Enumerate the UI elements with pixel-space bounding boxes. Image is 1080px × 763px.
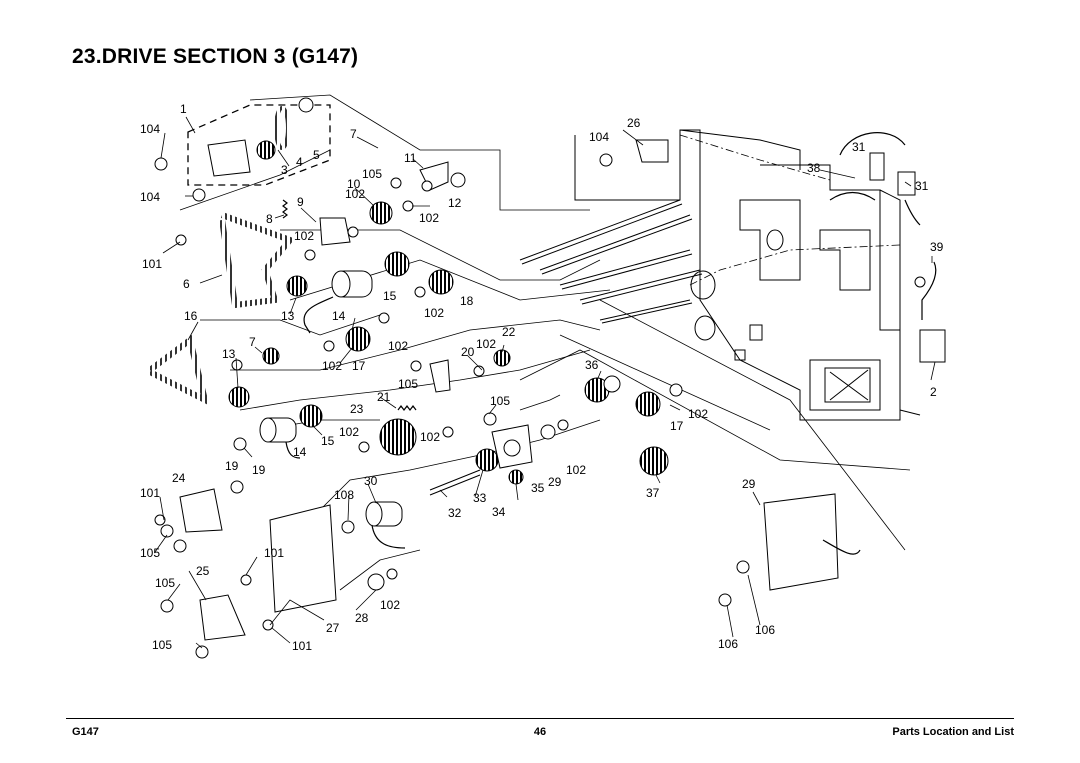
part-label: 104 [140, 190, 160, 204]
part-label: 17 [670, 419, 684, 433]
part-label: 102 [388, 339, 408, 353]
part-label: 102 [339, 425, 359, 439]
part-label: 29 [548, 475, 562, 489]
part-label: 28 [355, 611, 369, 625]
part-label: 19 [225, 459, 239, 473]
part-label: 13 [281, 309, 295, 323]
clutches-and-motors [179, 139, 946, 641]
gears [228, 140, 669, 485]
timing-belt-16 [148, 334, 210, 406]
part-label: 102 [424, 306, 444, 320]
part-label: 11 [404, 151, 417, 165]
part-label: 32 [448, 506, 462, 520]
footer-section-title: Parts Location and List [892, 726, 1014, 738]
part-label: 31 [852, 140, 866, 154]
part-label: 20 [461, 345, 475, 359]
part-label: 105 [155, 576, 175, 590]
part-label: 102 [322, 359, 342, 373]
part-label: 105 [152, 638, 172, 652]
part-label: 102 [380, 598, 400, 612]
footer-page-number: 46 [533, 726, 547, 738]
part-label: 106 [755, 623, 775, 637]
wire-harnesses [285, 132, 937, 555]
timing-belt-1 [274, 106, 290, 150]
part-label: 105 [490, 394, 510, 408]
part-label: 26 [627, 116, 641, 130]
part-label: 108 [334, 488, 354, 502]
part-label: 101 [264, 546, 284, 560]
part-label: 24 [172, 471, 186, 485]
part-label: 1 [180, 102, 187, 116]
part-label: 105 [140, 546, 160, 560]
springs [282, 199, 417, 411]
fasteners-and-bushings [154, 97, 926, 659]
part-label: 5 [313, 148, 320, 162]
part-label: 101 [142, 257, 162, 271]
part-label: 14 [332, 309, 346, 323]
part-label: 104 [140, 122, 160, 136]
part-label: 12 [448, 196, 462, 210]
shafts [429, 199, 703, 496]
part-label: 102 [419, 211, 439, 225]
part-label: 18 [460, 294, 474, 308]
part-label: 6 [183, 277, 190, 291]
part-label: 15 [383, 289, 397, 303]
part-label: 33 [473, 491, 487, 505]
part-label: 37 [646, 486, 660, 500]
part-label: 31 [915, 179, 929, 193]
part-label: 102 [345, 187, 365, 201]
dashed-unit-outline [187, 104, 331, 186]
part-label: 3 [281, 163, 288, 177]
part-label: 29 [742, 477, 756, 491]
part-label: 34 [492, 505, 506, 519]
part-label: 16 [184, 309, 198, 323]
part-label: 105 [398, 377, 418, 391]
part-label: 102 [476, 337, 496, 351]
part-label: 104 [589, 130, 609, 144]
part-label: 9 [297, 195, 304, 209]
part-label: 7 [249, 335, 256, 349]
part-label: 21 [377, 390, 391, 404]
part-label: 106 [718, 637, 738, 651]
footer-rule [66, 718, 1014, 719]
part-label: 7 [350, 127, 357, 141]
page-title: 23.DRIVE SECTION 3 (G147) [72, 45, 359, 68]
part-label: 105 [362, 167, 382, 181]
part-label: 23 [350, 402, 364, 416]
leader-lines [154, 116, 936, 649]
part-label: 17 [352, 359, 366, 373]
part-label: 19 [252, 463, 266, 477]
part-number-labels: 1 104 7 3 4 5 104 10 11 105 102 9 8 12 1… [140, 102, 944, 653]
footer-model: G147 [72, 726, 99, 738]
dash-dot-frame-lines [679, 134, 901, 286]
part-label: 14 [293, 445, 307, 459]
part-label: 25 [196, 564, 210, 578]
timing-belt-6 [219, 212, 296, 309]
part-label: 102 [420, 430, 440, 444]
part-label: 27 [326, 621, 340, 635]
part-label: 8 [266, 212, 273, 226]
part-label: 4 [296, 155, 303, 169]
part-label: 38 [807, 161, 821, 175]
part-label: 102 [688, 407, 708, 421]
part-label: 10 [347, 177, 361, 191]
part-label: 102 [566, 463, 586, 477]
part-label: 30 [364, 474, 378, 488]
part-label: 22 [502, 325, 516, 339]
part-label: 101 [140, 486, 160, 500]
part-label: 101 [292, 639, 312, 653]
part-label: 2 [930, 385, 937, 399]
part-label: 15 [321, 434, 335, 448]
part-label: 39 [930, 240, 944, 254]
part-label: 13 [222, 347, 236, 361]
part-label: 102 [294, 229, 314, 243]
side-frame-plate [574, 129, 921, 421]
part-label: 35 [531, 481, 545, 495]
part-label: 36 [585, 358, 599, 372]
